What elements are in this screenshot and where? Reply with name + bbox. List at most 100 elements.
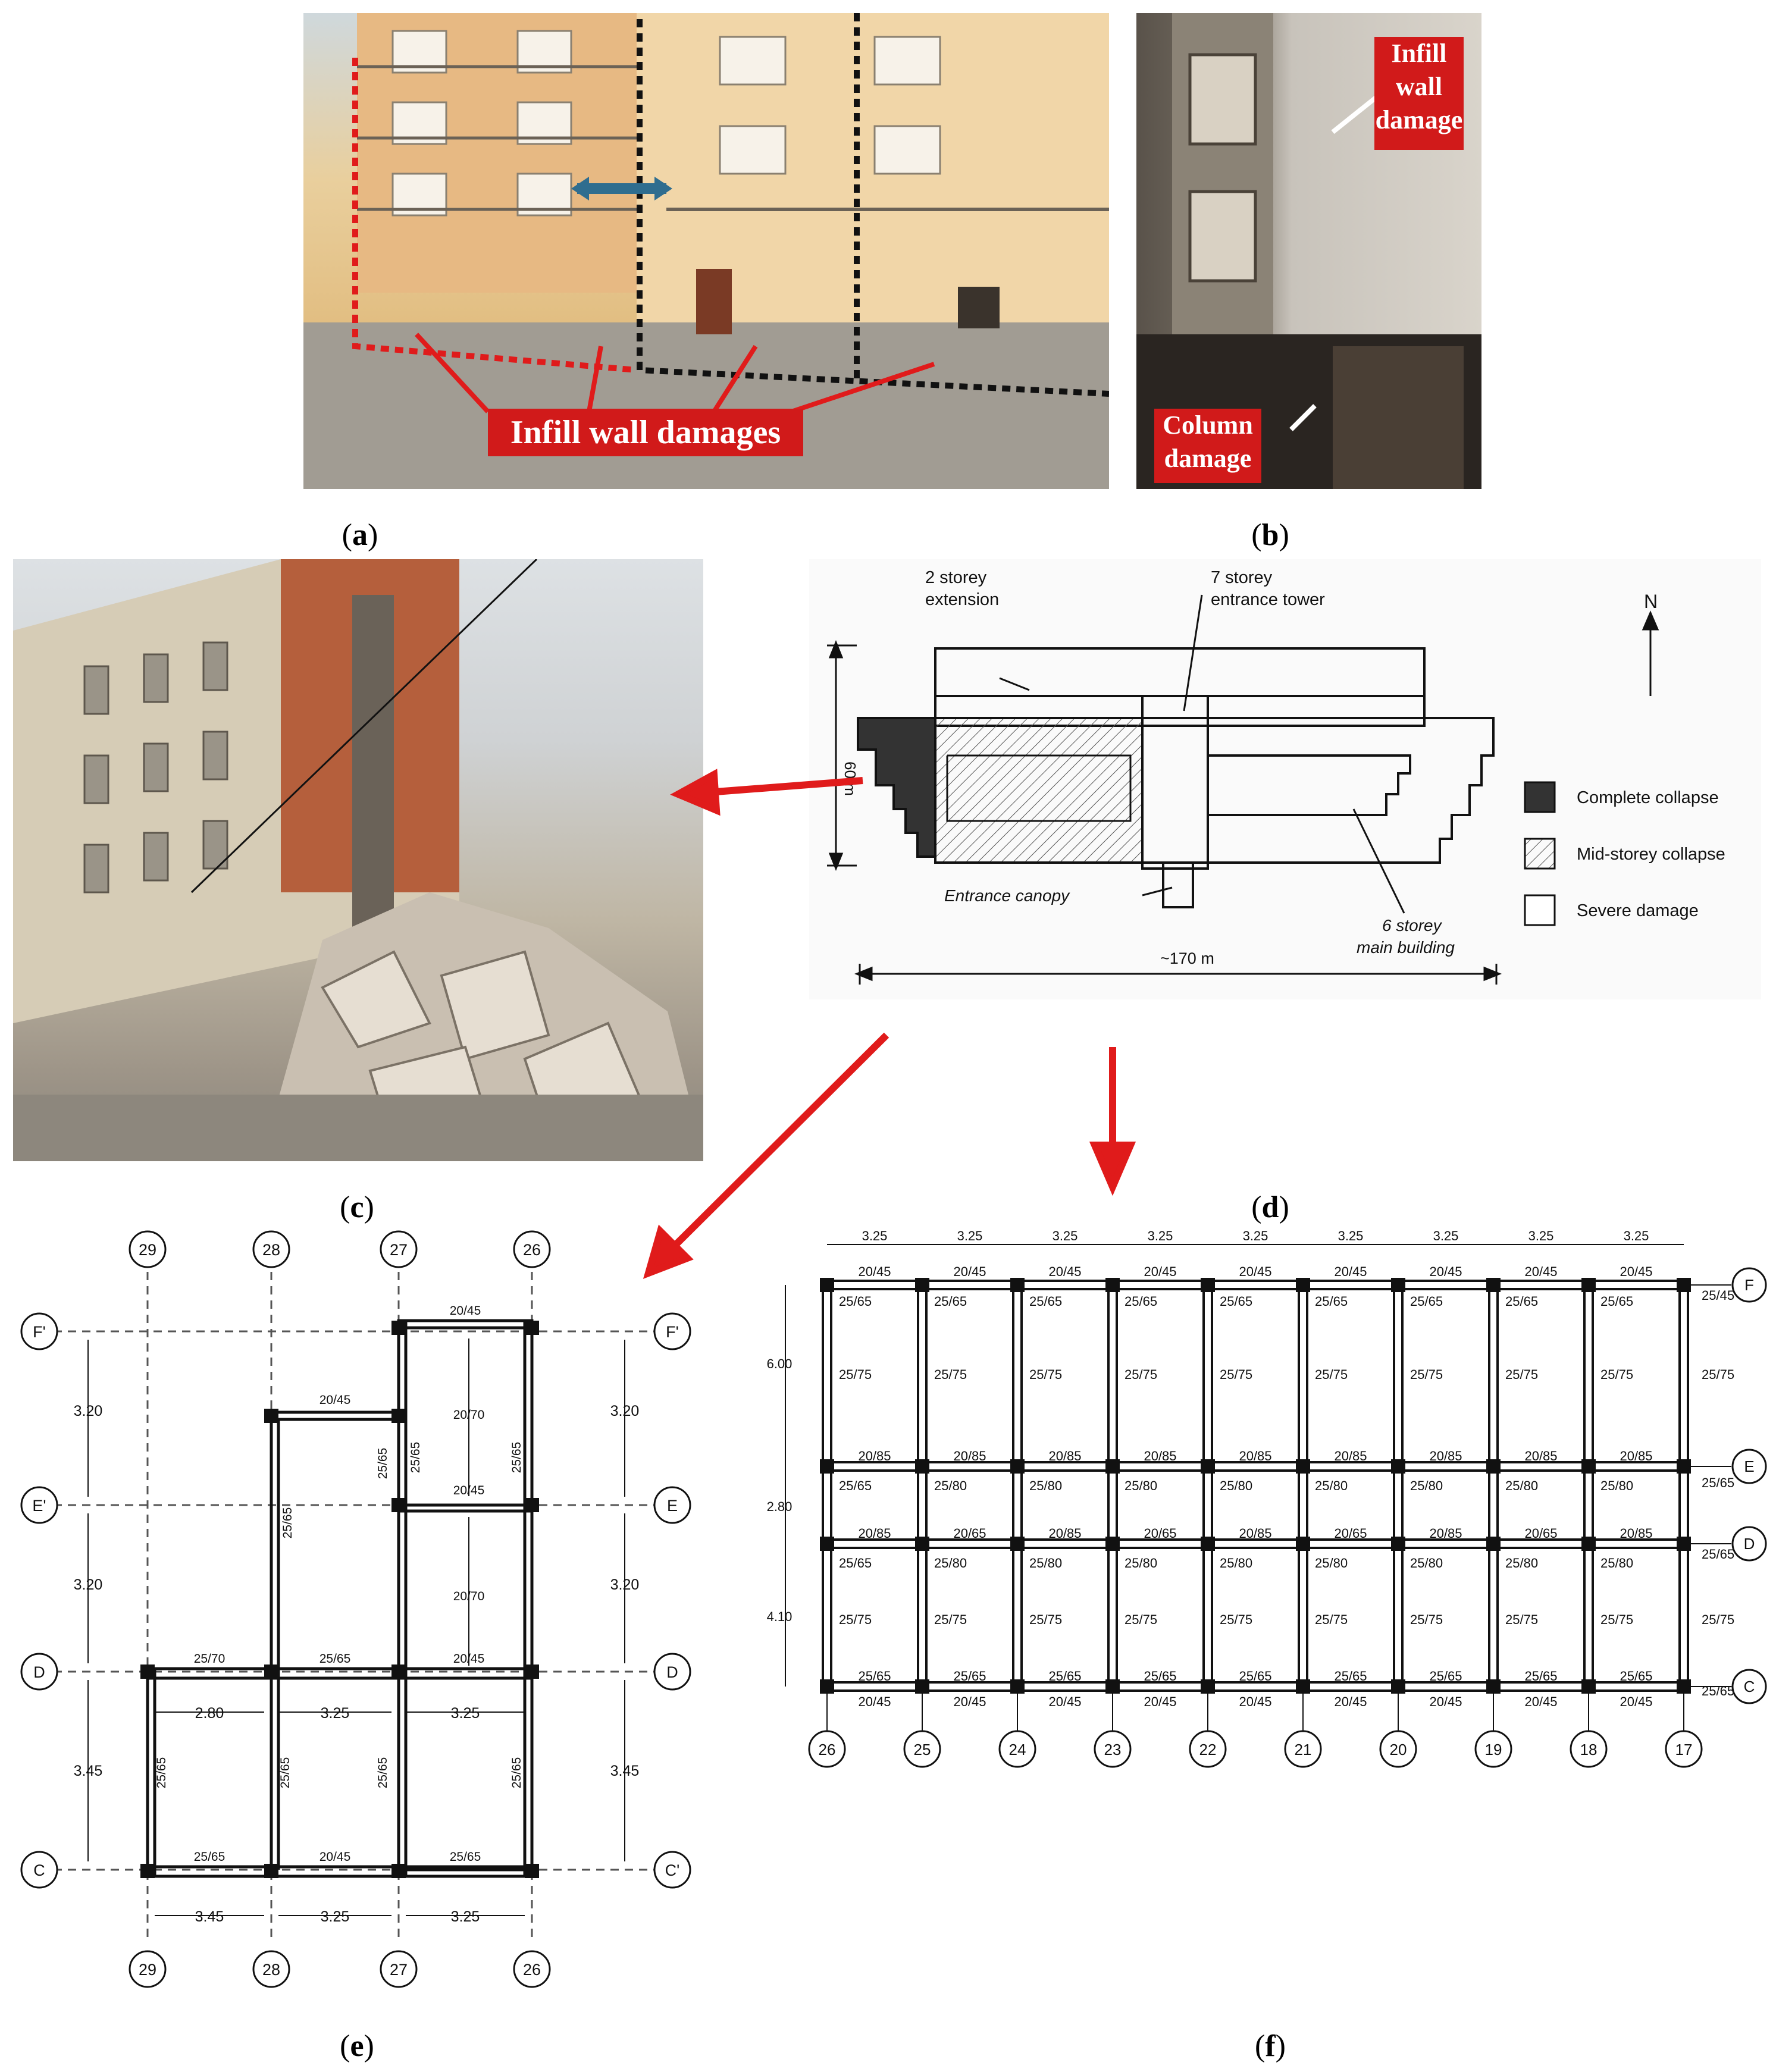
extension-label-1: 2 storey	[925, 568, 987, 587]
label-line: damage	[1375, 105, 1463, 134]
cell-label: 25/80	[1125, 1556, 1157, 1571]
extension-block	[934, 647, 1426, 727]
cell-label: 25/75	[1220, 1612, 1252, 1627]
tower-pointer	[1183, 594, 1203, 711]
column-node	[915, 1459, 929, 1474]
axis-label: 27	[390, 1241, 408, 1259]
cell-label: 25/65	[1429, 1669, 1462, 1684]
axis-label: 20	[1390, 1741, 1407, 1758]
cell-label: 25/80	[1600, 1556, 1633, 1571]
axis-bubble	[808, 1730, 846, 1768]
column-node	[1105, 1537, 1120, 1551]
cell-label: 25/65	[1315, 1294, 1348, 1309]
beam-label: 20/85	[1144, 1449, 1176, 1463]
cell-label: 25/65	[1239, 1669, 1271, 1684]
cell-label: 25/75	[934, 1367, 967, 1382]
column-line	[1393, 1284, 1404, 1688]
column-node	[820, 1679, 834, 1694]
canopy-pointer	[1142, 886, 1173, 896]
cell-label: 25/65	[1029, 1294, 1062, 1309]
photo-column-damage: Infill wall damage Column damage	[1136, 13, 1481, 489]
dim-label: 3.25	[1053, 1228, 1078, 1243]
legend-swatch-severe	[1524, 894, 1556, 926]
column-node	[915, 1679, 929, 1694]
cell-label: 25/65	[1125, 1294, 1157, 1309]
cell-label: 25/75	[1600, 1612, 1633, 1627]
tower-label-2: entrance tower	[1211, 590, 1325, 609]
dim-label: 3.20	[74, 1403, 103, 1419]
column-node	[1391, 1537, 1405, 1551]
axis-label: 23	[1104, 1741, 1122, 1758]
column-label: 25/65	[510, 1442, 524, 1474]
cell-label: 25/65	[839, 1294, 872, 1309]
cell-label: 25/65	[934, 1294, 967, 1309]
column-node	[1105, 1459, 1120, 1474]
column-node	[1201, 1278, 1215, 1292]
caption-e: (e)	[340, 2029, 374, 2063]
beam-label: 20/65	[953, 1526, 986, 1541]
row-label: C'	[665, 1861, 680, 1879]
cell-label: 25/75	[1029, 1367, 1062, 1382]
cell-label: 25/75	[1410, 1612, 1443, 1627]
axis-label: 18	[1580, 1741, 1598, 1758]
column-node	[1391, 1679, 1405, 1694]
cell-label: 25/80	[934, 1478, 967, 1493]
axis-label: 27	[390, 1961, 408, 1979]
column-label: 25/65	[281, 1507, 295, 1539]
column-label: 25/65	[155, 1757, 168, 1789]
beam-label: 20/85	[1239, 1449, 1271, 1463]
beam-label: 20/65	[1524, 1526, 1557, 1541]
column-node	[1486, 1537, 1501, 1551]
beam-label: 25/65	[450, 1850, 481, 1864]
legend-mid: Mid-storey collapse	[1577, 845, 1725, 864]
axis-label: 21	[1295, 1741, 1312, 1758]
beam-label: 20/45	[320, 1393, 351, 1407]
dim-label: 3.20	[74, 1576, 103, 1593]
beam-label: 20/45	[453, 1484, 485, 1497]
beam-label: 20/85	[1239, 1526, 1271, 1541]
column-node	[1677, 1459, 1691, 1474]
dim-label: 4.10	[767, 1609, 793, 1624]
beam-label: 20/45	[1144, 1264, 1176, 1279]
beam-label: 20/85	[1524, 1449, 1557, 1463]
beam-label: 20/45	[1239, 1694, 1271, 1709]
beam-label: 20/45	[1144, 1694, 1176, 1709]
cell-label: 25/80	[1505, 1478, 1538, 1493]
axis-label: 22	[1199, 1741, 1217, 1758]
column-node	[1391, 1278, 1405, 1292]
beam-label: 20/45	[453, 1652, 485, 1666]
beam-label: 20/65	[1334, 1526, 1367, 1541]
label-line: Infill	[1391, 39, 1447, 68]
row-bubble	[1731, 1449, 1767, 1484]
legend-complete: Complete collapse	[1577, 788, 1719, 807]
axis-bubble	[1474, 1730, 1512, 1768]
beam-label: 20/45	[1429, 1694, 1462, 1709]
main-label-1: 6 storey	[1382, 916, 1443, 935]
column-node	[1486, 1679, 1501, 1694]
floor-plan-f: 3.25 20/45 20/85 20/85 25/65 20/45 25/65 25/75 2…	[767, 1228, 1767, 1768]
right-label: 25/75	[1702, 1612, 1734, 1627]
cell-label: 25/65	[858, 1669, 891, 1684]
column-line	[822, 1284, 832, 1688]
column-node	[1581, 1459, 1596, 1474]
column-node	[1296, 1679, 1310, 1694]
cell-label: 25/75	[839, 1612, 872, 1627]
beam-label: 20/85	[1334, 1449, 1367, 1463]
axis-label: 25	[914, 1741, 931, 1758]
dim-label: 6.00	[767, 1356, 793, 1371]
dim-label: 3.45	[195, 1908, 224, 1925]
row-label: E	[667, 1497, 678, 1515]
cell-label: 25/80	[1410, 1478, 1443, 1493]
axis-label: 24	[1009, 1741, 1026, 1758]
column-label: 25/65	[510, 1757, 524, 1789]
cell-label: 25/75	[1505, 1367, 1538, 1382]
connector-arrows	[643, 769, 1136, 1279]
beam-label: 20/45	[1334, 1694, 1367, 1709]
column-node	[1296, 1459, 1310, 1474]
cell-label: 25/65	[1048, 1669, 1081, 1684]
axis-label: 28	[262, 1241, 280, 1259]
dim-label: 3.25	[1433, 1228, 1459, 1243]
column-label: 25/65	[376, 1448, 390, 1479]
column-node	[1010, 1679, 1025, 1694]
dim-label: 3.25	[1148, 1228, 1173, 1243]
